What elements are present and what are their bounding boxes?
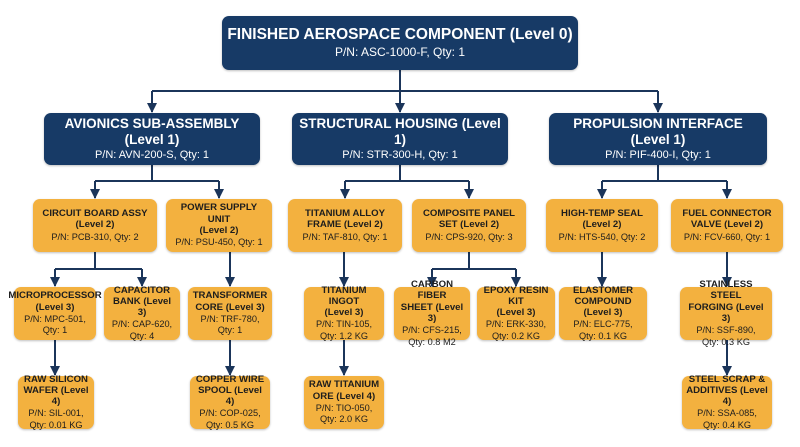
node-carbon-fiber-sheet: CARBON FIBER SHEET (Level 3) P/N: CFS-21… <box>394 279 470 347</box>
node-raw-titanium-ore: RAW TITANIUM ORE (Level 4) P/N: TIO-050,… <box>304 376 384 429</box>
node-title: FUEL CONNECTOR VALVE (Level 2) <box>682 207 772 231</box>
node-raw-silicon-wafer: RAW SILICON WAFER (Level 4) P/N: SIL-001… <box>18 373 94 430</box>
node-avionics-sub-assembly: AVIONICS SUB-ASSEMBLY (Level 1) P/N: AVN… <box>44 113 260 165</box>
node-titanium-alloy-frame: TITANIUM ALLOY FRAME (Level 2) P/N: TAF-… <box>288 199 402 252</box>
node-title: STAINLESS STEEL FORGING (Level 3) <box>688 278 764 324</box>
node-title: CAPACITOR BANK (Level 3) <box>112 284 172 319</box>
node-subtitle: P/N: FCV-660, Qty: 1 <box>683 231 771 242</box>
node-title: TITANIUM INGOT (Level 3) <box>321 284 367 319</box>
node-title: PROPULSION INTERFACE (Level 1) <box>573 115 743 147</box>
node-high-temp-seal: HIGH-TEMP SEAL (Level 2) P/N: HTS-540, Q… <box>546 199 658 252</box>
node-title: CARBON FIBER SHEET (Level 3) <box>400 278 464 324</box>
node-elastomer-compound: ELASTOMER COMPOUND (Level 3) P/N: ELC-77… <box>559 284 647 341</box>
node-subtitle: P/N: CAP-620, Qty: 4 <box>111 319 173 341</box>
node-title: RAW SILICON WAFER (Level 4) <box>23 373 89 408</box>
node-title: EPOXY RESIN KIT (Level 3) <box>483 284 549 319</box>
node-title: RAW TITANIUM ORE (Level 4) <box>308 379 380 402</box>
node-subtitle: P/N: CPS-920, Qty: 3 <box>425 231 513 242</box>
node-capacitor-bank: CAPACITOR BANK (Level 3) P/N: CAP-620, Q… <box>104 284 180 341</box>
node-fuel-connector-valve: FUEL CONNECTOR VALVE (Level 2) P/N: FCV-… <box>671 199 783 252</box>
node-title: TRANSFORMER CORE (Level 3) <box>192 290 268 313</box>
node-circuit-board-assy: CIRCUIT BOARD ASSY (Level 2) P/N: PCB-31… <box>33 199 157 252</box>
node-title: COPPER WIRE SPOOL (Level 4) <box>195 373 265 408</box>
node-subtitle: P/N: SSF-890, Qty: 0.3 KG <box>696 325 756 347</box>
node-title: POWER SUPPLY UNIT (Level 2) <box>180 202 258 236</box>
node-title: STEEL SCRAP & ADDITIVES (Level 4) <box>686 373 768 408</box>
node-subtitle: P/N: HTS-540, Qty: 2 <box>558 231 646 242</box>
node-transformer-core: TRANSFORMER CORE (Level 3) P/N: TRF-780,… <box>188 287 272 340</box>
node-title: HIGH-TEMP SEAL (Level 2) <box>561 207 643 231</box>
node-stainless-steel-forging: STAINLESS STEEL FORGING (Level 3) P/N: S… <box>680 279 772 347</box>
node-subtitle: P/N: PCB-310, Qty: 2 <box>51 231 139 242</box>
node-subtitle: P/N: PIF-400-I, Qty: 1 <box>605 148 711 161</box>
node-titanium-ingot: TITANIUM INGOT (Level 3) P/N: TIN-105, Q… <box>304 284 384 341</box>
node-title: COMPOSITE PANEL SET (Level 2) <box>422 207 516 231</box>
node-subtitle: P/N: ERK-330, Qty: 0.2 KG <box>485 319 547 341</box>
node-subtitle: P/N: ASC-1000-F, Qty: 1 <box>334 45 466 60</box>
node-subtitle: P/N: TRF-780, Qty: 1 <box>200 313 260 336</box>
node-epoxy-resin-kit: EPOXY RESIN KIT (Level 3) P/N: ERK-330, … <box>477 284 555 341</box>
node-title: ELASTOMER COMPOUND (Level 3) <box>572 284 634 319</box>
node-title: TITANIUM ALLOY FRAME (Level 2) <box>305 207 385 231</box>
node-title: STRUCTURAL HOUSING (Level 1) <box>299 115 501 147</box>
node-subtitle: P/N: CFS-215, Qty: 0.8 M2 <box>402 325 462 347</box>
node-propulsion-interface: PROPULSION INTERFACE (Level 1) P/N: PIF-… <box>549 113 767 165</box>
node-title: FINISHED AEROSPACE COMPONENT (Level 0) <box>227 25 573 43</box>
node-finished-aerospace-component: FINISHED AEROSPACE COMPONENT (Level 0) P… <box>222 16 578 70</box>
node-subtitle: P/N: MPC-501, Qty: 1 <box>24 313 86 336</box>
node-steel-scrap-additives: STEEL SCRAP & ADDITIVES (Level 4) P/N: S… <box>682 373 772 430</box>
node-structural-housing: STRUCTURAL HOUSING (Level 1) P/N: STR-30… <box>292 113 508 165</box>
node-subtitle: P/N: COP-025, Qty: 0.5 KG <box>199 408 261 430</box>
node-microprocessor: MICROPROCESSOR (Level 3) P/N: MPC-501, Q… <box>8 287 102 340</box>
node-subtitle: P/N: STR-300-H, Qty: 1 <box>342 148 458 161</box>
node-title: CIRCUIT BOARD ASSY (Level 2) <box>42 207 148 231</box>
node-subtitle: P/N: PSU-450, Qty: 1 <box>175 237 263 248</box>
node-copper-wire-spool: COPPER WIRE SPOOL (Level 4) P/N: COP-025… <box>190 373 270 430</box>
node-composite-panel-set: COMPOSITE PANEL SET (Level 2) P/N: CPS-9… <box>412 199 526 252</box>
node-title: AVIONICS SUB-ASSEMBLY (Level 1) <box>64 115 240 147</box>
node-subtitle: P/N: TAF-810, Qty: 1 <box>302 231 388 242</box>
node-subtitle: P/N: ELC-775, Qty: 0.1 KG <box>573 319 633 341</box>
node-subtitle: P/N: SSA-085, Qty: 0.4 KG <box>697 408 757 430</box>
node-subtitle: P/N: TIN-105, Qty: 1.2 KG <box>316 319 372 341</box>
node-subtitle: P/N: TIO-050, Qty: 2.0 KG <box>315 402 373 425</box>
node-title: MICROPROCESSOR (Level 3) <box>8 290 102 313</box>
node-power-supply-unit: POWER SUPPLY UNIT (Level 2) P/N: PSU-450… <box>166 199 272 252</box>
node-subtitle: P/N: SIL-001, Qty: 0.01 KG <box>28 408 84 430</box>
node-subtitle: P/N: AVN-200-S, Qty: 1 <box>94 148 210 161</box>
